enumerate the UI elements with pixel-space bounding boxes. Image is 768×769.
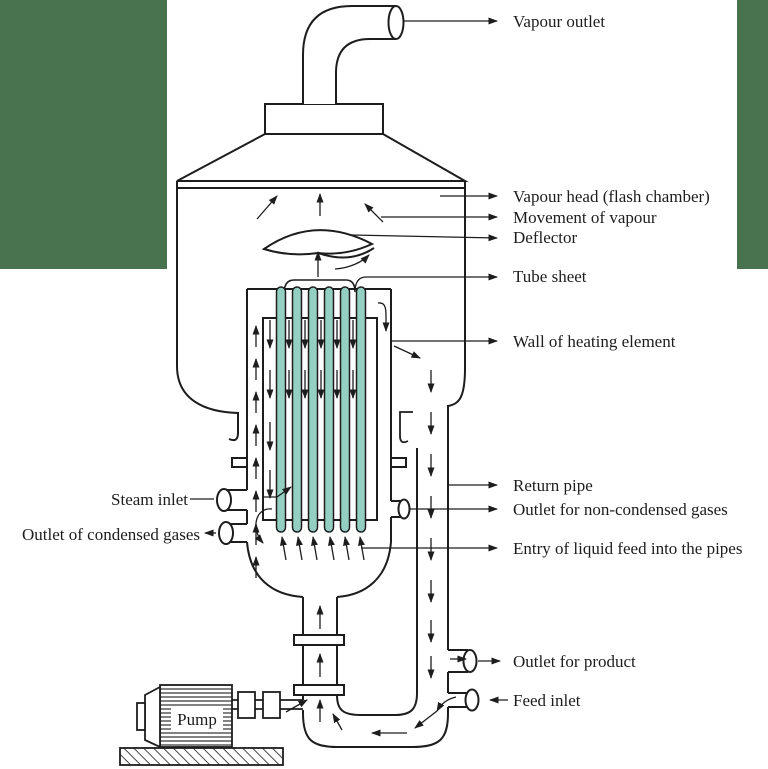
label-return-pipe: Return pipe: [513, 476, 593, 495]
leader-deflector: [351, 234, 498, 242]
tube: [339, 286, 351, 533]
vessel-structure: [176, 5, 480, 748]
green-mask-left: [0, 0, 167, 269]
pump-coupling: [262, 691, 281, 719]
flow-arrows: [252, 193, 467, 737]
product-outlet-stub: [448, 649, 478, 673]
pump-base: [119, 747, 284, 766]
vapour-dome-box: [264, 103, 384, 135]
deflector-shape: [261, 229, 375, 259]
left-bracket: [231, 457, 248, 468]
feed-inlet-stub: [448, 688, 480, 712]
condensed-gases-nozzle: [218, 521, 247, 545]
label-condensed-gases: Outlet of condensed gases: [22, 525, 200, 544]
tube: [323, 286, 335, 533]
label-movement-of-vapour: Movement of vapour: [513, 208, 657, 227]
label-deflector: Deflector: [513, 228, 578, 247]
vapour-outlet-pipe: [302, 5, 405, 104]
leader-lines: [190, 17, 508, 704]
tube: [291, 286, 303, 533]
label-tube-sheet: Tube sheet: [513, 267, 587, 286]
green-mask-right: [737, 0, 768, 269]
return-pipe-hook: [399, 411, 413, 444]
non-condensed-gases-nozzle: [391, 498, 411, 520]
vapour-arrow: [256, 195, 278, 220]
label-feed-inlet: Feed inlet: [513, 691, 581, 710]
label-wall-of-heating-element: Wall of heating element: [513, 332, 676, 351]
bottom-neck-pipe: [293, 597, 345, 713]
heating-element-shell: [246, 288, 392, 598]
label-pump: Pump: [177, 710, 217, 729]
tube: [355, 286, 367, 533]
tube-sheet-plate: [283, 279, 356, 295]
flash-chamber-right-wall: [447, 181, 466, 713]
flash-chamber-left-wall: [176, 181, 239, 442]
label-vapour-outlet: Vapour outlet: [513, 12, 605, 31]
label-outlet-for-product: Outlet for product: [513, 652, 636, 671]
pump-front-cone: [144, 685, 161, 749]
steam-inlet-nozzle: [216, 488, 247, 512]
heating-element-inner-wall: [262, 317, 378, 521]
pump-assembly: [119, 684, 303, 766]
heating-tubes: [275, 286, 367, 533]
label-non-condensed-gases: Outlet for non-condensed gases: [513, 500, 728, 519]
pump-coupling: [237, 691, 256, 719]
labels: Vapour outlet Vapour head (flash chamber…: [22, 12, 742, 729]
label-entry-of-liquid-feed: Entry of liquid feed into the pipes: [513, 539, 742, 558]
vapour-head-cone: [176, 133, 469, 182]
tube: [275, 286, 287, 533]
vapour-arrow: [334, 254, 370, 270]
label-steam-inlet: Steam inlet: [111, 490, 188, 509]
leader-tube-sheet: [354, 273, 498, 291]
tube: [307, 286, 319, 533]
label-vapour-head: Vapour head (flash chamber): [513, 187, 710, 206]
vapour-arrow: [364, 203, 384, 223]
pump-shaft-nub: [136, 702, 146, 731]
u-bend-pipe: [302, 448, 449, 748]
right-bracket: [390, 457, 407, 468]
